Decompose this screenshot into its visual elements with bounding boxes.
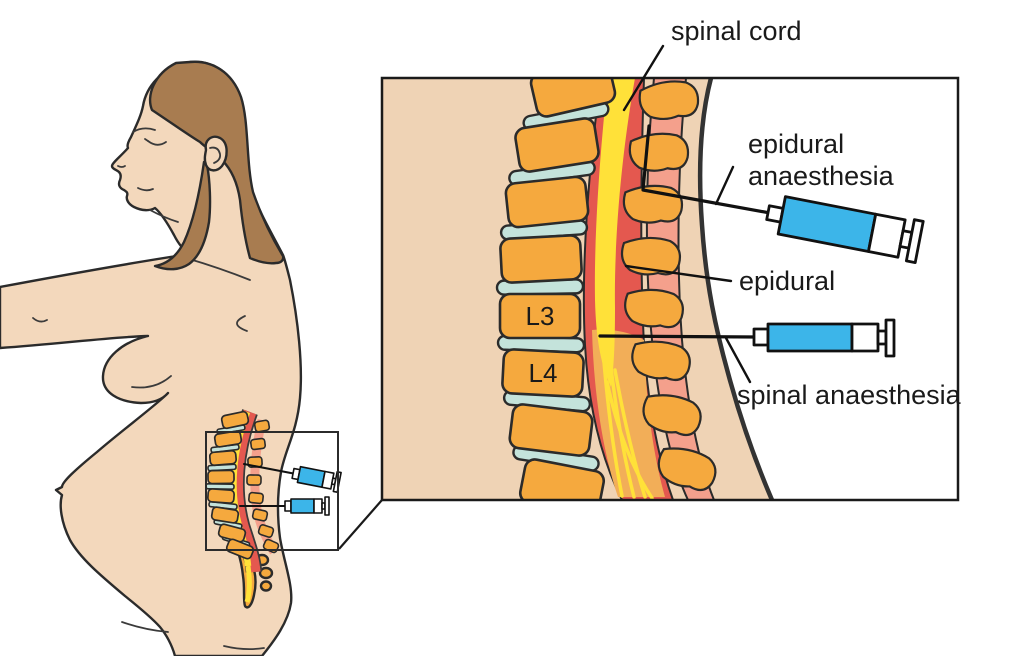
spinal-cord-shape [594,78,635,387]
label-epidural-anaesthesia-line2: anaesthesia [748,161,895,191]
woman-hair [148,60,285,271]
detail-inset: L3 L4 [380,76,960,502]
skin-surface-line [697,78,775,500]
epidural-injection: epidural anaesthesia [641,124,925,265]
vertebral-column: L3 L4 [495,78,617,500]
lumbar-spine-mini [205,409,342,609]
mini-spinous-processes [246,419,280,554]
intervertebral-discs [495,100,612,500]
mini-epidural-syringe [243,463,342,494]
vertebra-bodies [498,78,617,500]
spinal-syringe [752,318,896,358]
magnifier-frame [205,431,339,551]
mini-spinal-syringe [239,496,330,516]
spinal-anaesthesia-leader [724,336,752,384]
woman-ear [203,135,228,172]
epidural-leader [624,264,733,283]
epidural-anaesthesia-leader [714,165,735,206]
magnifier-connector-line [338,499,383,550]
label-spinal-anaesthesia: spinal anaesthesia [737,380,962,410]
epidural-needle [641,124,772,215]
cauda-equina-streaks [601,348,654,500]
spinal-cord-callout: spinal cord [622,16,802,112]
woman-hair-front-lock [153,160,212,271]
label-spinal-cord: spinal cord [671,16,802,46]
spinous-processes [620,80,717,492]
spinal-cord-leader [622,44,665,112]
mini-cauda-tail [244,565,252,603]
inset-border [380,76,960,502]
epidural-space-callout: epidural [624,264,835,296]
mini-vertebral-column [205,410,255,560]
epidural-syringe [765,195,925,265]
spinal-injection: spinal anaesthesia [598,318,962,410]
spinal-needle [598,334,758,339]
label-epidural: epidural [739,266,835,296]
label-l4: L4 [529,358,558,388]
inset-outer-white [700,78,958,500]
label-l3: L3 [526,301,555,331]
label-epidural-anaesthesia-line1: epidural [748,129,844,159]
